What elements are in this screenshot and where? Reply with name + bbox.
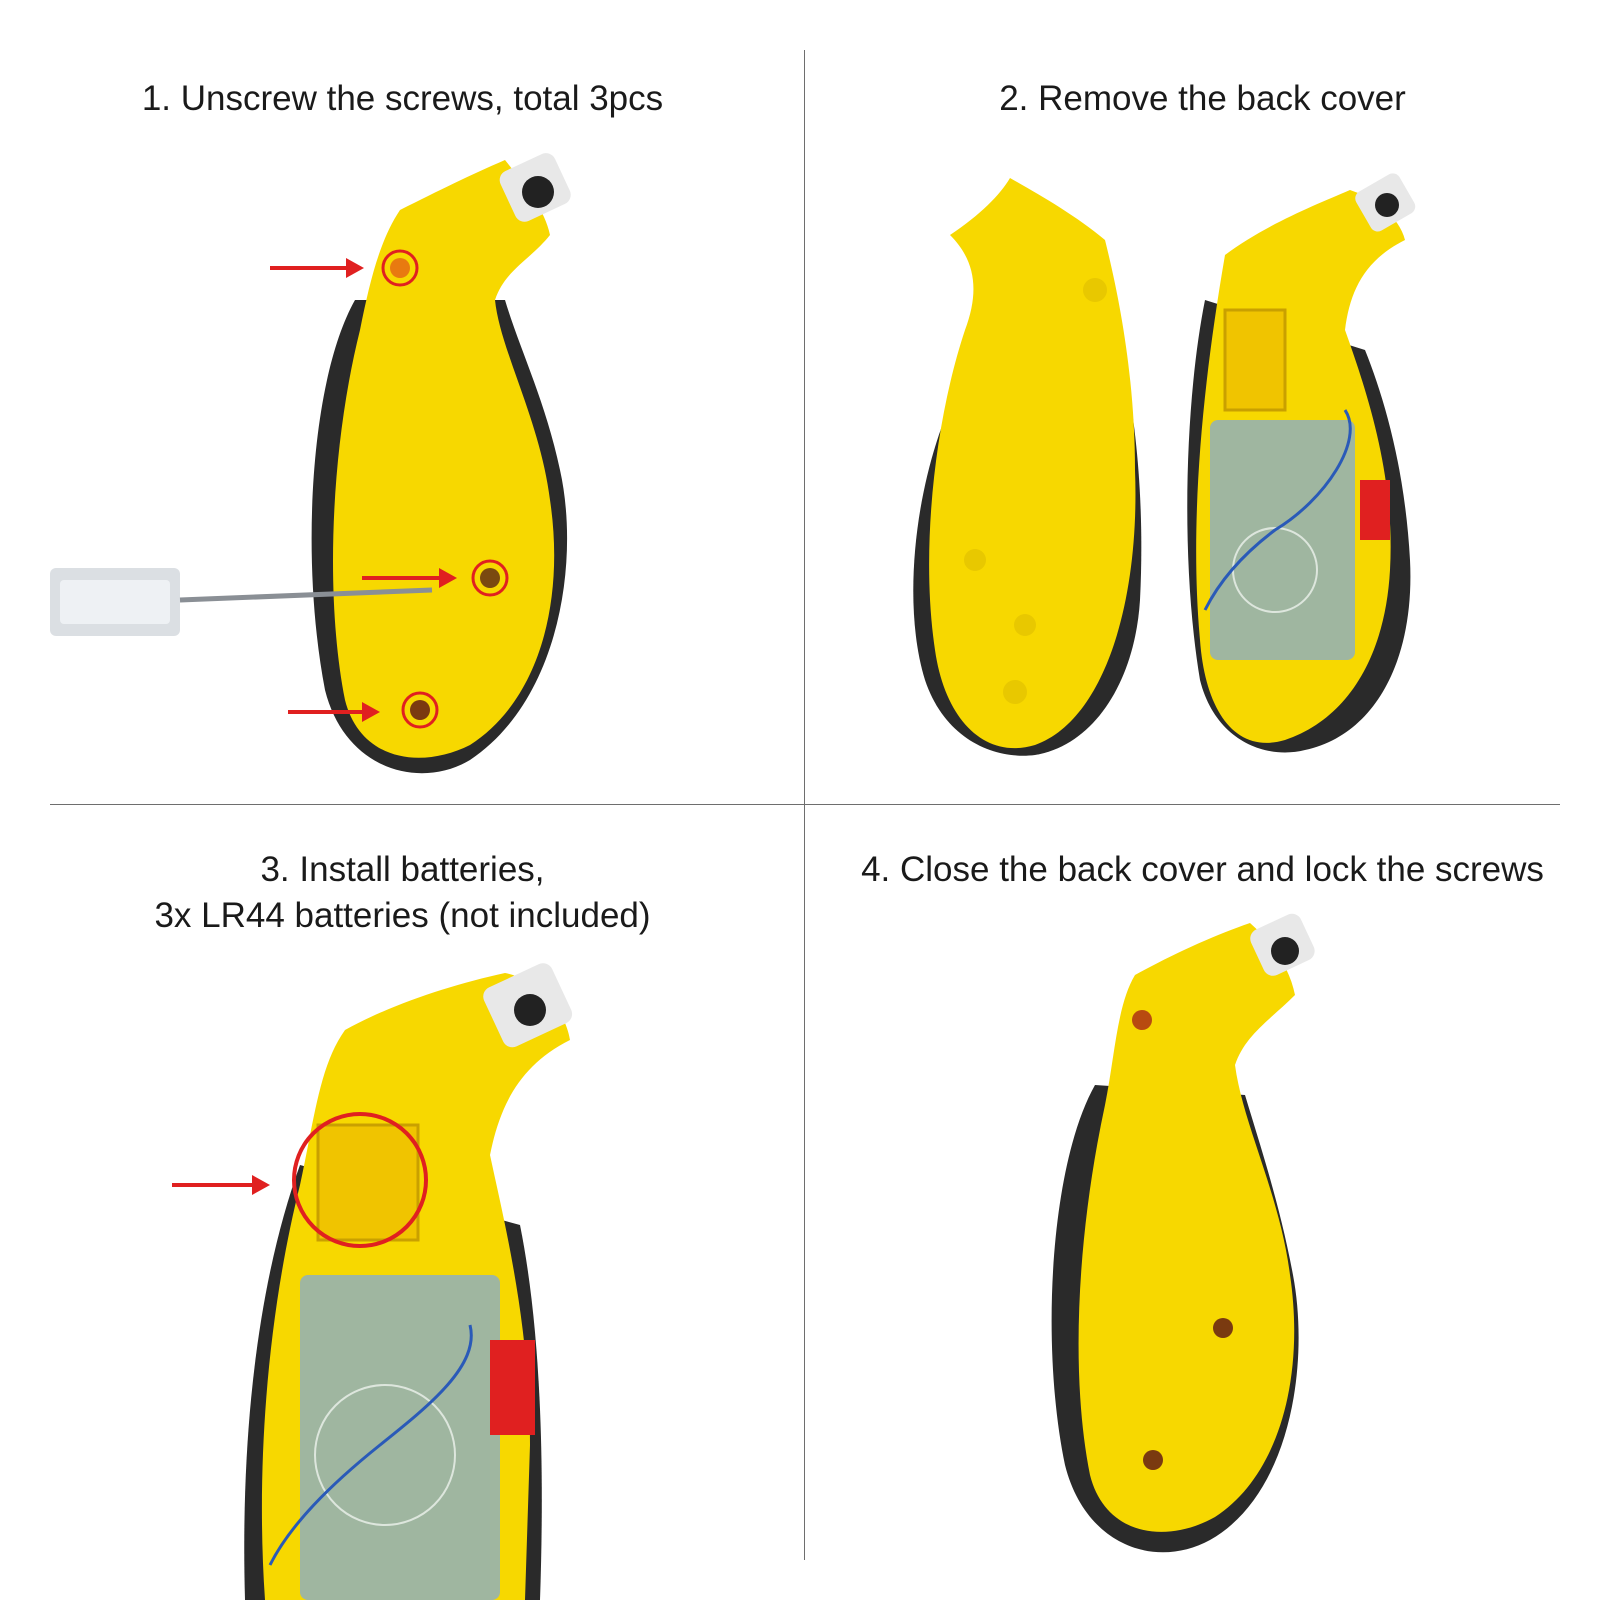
battery-holder-icon bbox=[1223, 308, 1287, 412]
screw-icon bbox=[1213, 1318, 1233, 1338]
step-1-panel: 1. Unscrew the screws, total 3pcs bbox=[0, 0, 805, 805]
step-3-caption: 3. Install batteries, 3x LR44 batteries … bbox=[0, 847, 805, 939]
step-2-panel: 2. Remove the back cover bbox=[805, 0, 1600, 805]
screw-hole-icon bbox=[381, 249, 419, 287]
open-gauge-closeup bbox=[244, 963, 573, 1600]
arrow-right-icon bbox=[362, 568, 457, 588]
step-4-caption: 4. Close the back cover and lock the scr… bbox=[861, 850, 1544, 889]
step-4-illustration bbox=[1051, 913, 1315, 1553]
screw-icon bbox=[1143, 1450, 1163, 1470]
step-3-panel: 3. Install batteries, 3x LR44 batteries … bbox=[0, 805, 805, 1600]
step-1-illustration bbox=[50, 153, 571, 774]
gauge-body bbox=[333, 160, 555, 758]
horizontal-divider bbox=[50, 804, 1560, 805]
circuit-board-icon bbox=[300, 1275, 500, 1600]
arrow-right-icon bbox=[172, 1175, 270, 1195]
step-3-caption-line-2: 3x LR44 batteries (not included) bbox=[154, 896, 651, 935]
step-1-caption: 1. Unscrew the screws, total 3pcs bbox=[141, 79, 664, 118]
gauge-closed bbox=[1051, 913, 1315, 1553]
step-3-caption-line-1: 3. Install batteries, bbox=[260, 850, 545, 889]
step-2-illustration bbox=[913, 173, 1416, 756]
battery-holder-icon bbox=[316, 1123, 420, 1242]
gauge-closed bbox=[311, 153, 571, 774]
highlight-circle bbox=[292, 1112, 428, 1248]
step-4-panel: 4. Close the back cover and lock the scr… bbox=[805, 805, 1600, 1600]
step-2-caption: 2. Remove the back cover bbox=[999, 79, 1406, 118]
screw-hole-icon bbox=[471, 559, 509, 597]
screw-hole-icon bbox=[401, 691, 439, 729]
arrow-right-icon bbox=[288, 702, 380, 722]
open-gauge bbox=[1187, 173, 1416, 753]
step-3-illustration bbox=[172, 963, 573, 1600]
screw-icon bbox=[1132, 1010, 1152, 1030]
arrow-right-icon bbox=[270, 258, 364, 278]
vertical-divider bbox=[804, 50, 805, 1560]
back-cover bbox=[913, 178, 1142, 756]
circuit-board-icon bbox=[1210, 420, 1355, 660]
screwdriver-icon bbox=[50, 568, 433, 636]
